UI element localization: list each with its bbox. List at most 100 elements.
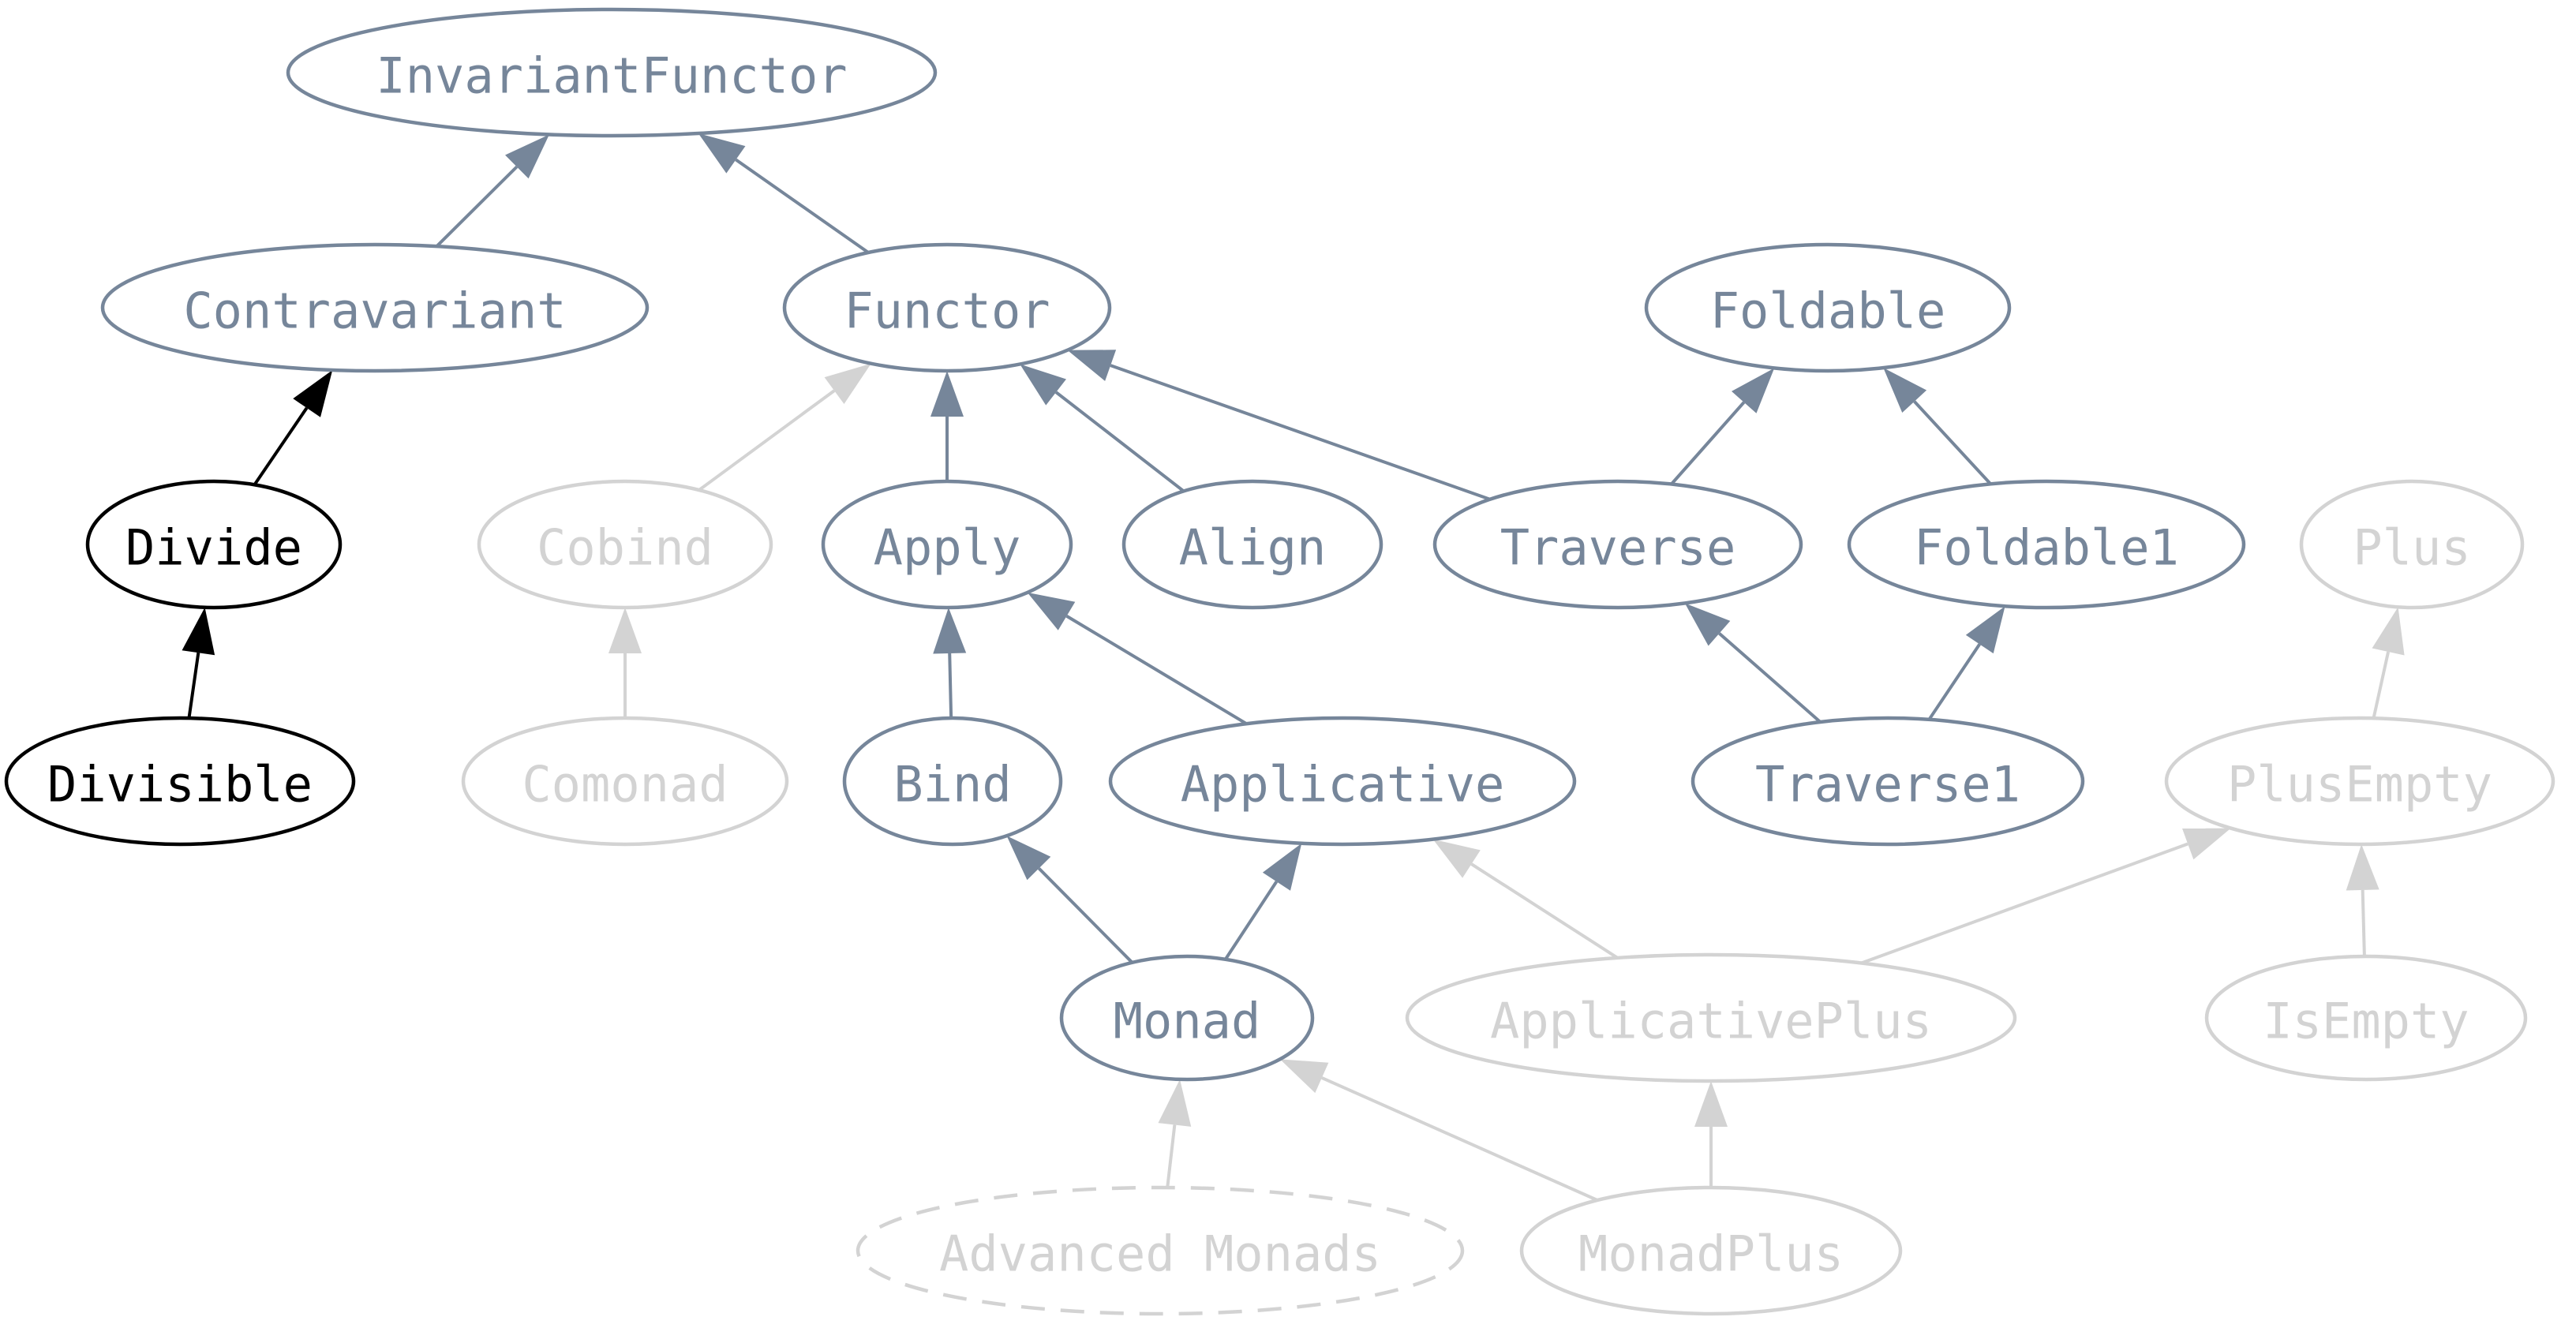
edge-contravariant-to-invariant-functor — [436, 134, 549, 248]
arrowhead-icon — [1020, 364, 1066, 406]
node-bind: Bind — [842, 716, 1063, 847]
node-traverse: Traverse — [1432, 479, 1803, 610]
edge-foldable1-to-foldable — [1883, 368, 1992, 485]
edge-line — [1321, 1076, 1598, 1202]
edge-line — [253, 406, 309, 486]
node-is-empty: IsEmpty — [2204, 954, 2528, 1082]
node-ellipse-monad — [1059, 954, 1315, 1082]
edge-line — [2372, 651, 2391, 719]
arrowhead-icon — [1279, 1059, 1329, 1094]
edge-line — [1470, 862, 1619, 960]
arrowhead-icon — [933, 607, 967, 654]
node-ellipse-advanced-monads — [856, 1185, 1465, 1316]
node-label-plus-empty: PlusEmpty — [2227, 756, 2492, 814]
node-label-apply: Apply — [874, 519, 1021, 577]
node-ellipse-bind — [842, 716, 1063, 847]
node-applicative-plus: ApplicativePlus — [1405, 952, 2017, 1083]
node-label-foldable: Foldable — [1710, 282, 1946, 340]
node-label-divisible: Divisible — [47, 756, 313, 814]
edge-comonad-to-cobind — [608, 608, 642, 718]
edge-monad-plus-to-monad — [1279, 1059, 1598, 1202]
edge-line — [1913, 400, 1992, 485]
arrowhead-icon — [505, 134, 549, 179]
edge-traverse1-to-foldable1 — [1927, 606, 2005, 720]
edges-layer — [182, 133, 2405, 1202]
node-label-is-empty: IsEmpty — [2263, 993, 2469, 1050]
edge-monad-plus-to-applicative-plus — [1694, 1081, 1728, 1188]
edge-applicative-plus-to-applicative — [1432, 839, 1619, 960]
arrowhead-icon — [1965, 606, 2005, 654]
node-ellipse-functor — [782, 242, 1112, 373]
arrowhead-icon — [2346, 844, 2379, 891]
arrowhead-icon — [608, 608, 642, 653]
node-foldable: Foldable — [1644, 242, 2012, 373]
edge-line — [1166, 1124, 1177, 1188]
node-label-applicative-plus: ApplicativePlus — [1490, 993, 1932, 1050]
edge-divisible-to-divide — [182, 607, 215, 719]
node-ellipse-apply — [821, 479, 1073, 610]
node-label-plus: Plus — [2353, 519, 2470, 577]
edge-applicative-to-apply — [1027, 592, 1248, 725]
arrowhead-icon — [1732, 368, 1775, 413]
edge-line — [1860, 842, 2188, 965]
edge-line — [1670, 401, 1746, 485]
node-ellipse-invariant-functor — [286, 7, 938, 138]
edge-divide-to-contravariant — [253, 370, 333, 486]
edge-line — [1224, 881, 1279, 960]
arrowhead-icon — [1262, 843, 1302, 891]
node-label-divide: Divide — [125, 519, 302, 577]
edge-monad-to-bind — [1006, 836, 1133, 964]
arrowhead-icon — [1027, 592, 1076, 630]
arrowhead-icon — [1006, 836, 1051, 881]
edge-traverse1-to-traverse — [1684, 603, 1822, 724]
arrowhead-icon — [293, 370, 333, 417]
node-ellipse-cobind — [477, 479, 773, 610]
node-ellipse-applicative-plus — [1405, 952, 2017, 1083]
node-label-monad-plus: MonadPlus — [1578, 1225, 1844, 1283]
arrowhead-icon — [182, 607, 215, 656]
node-label-cobind: Cobind — [537, 519, 713, 577]
node-ellipse-comonad — [461, 716, 789, 847]
node-comonad: Comonad — [461, 716, 789, 847]
edge-bind-to-apply — [933, 607, 967, 719]
node-ellipse-divide — [85, 479, 343, 610]
edge-line — [436, 165, 519, 248]
node-ellipse-applicative — [1108, 716, 1577, 847]
arrowhead-icon — [1684, 603, 1731, 646]
edge-line — [1927, 643, 1981, 720]
edge-line — [187, 652, 200, 719]
node-plus-empty: PlusEmpty — [2164, 716, 2555, 847]
node-ellipse-divisible — [4, 716, 356, 847]
node-cobind: Cobind — [477, 479, 773, 610]
node-divisible: Divisible — [4, 716, 356, 847]
edge-plus-empty-to-plus — [2372, 607, 2405, 719]
node-ellipse-is-empty — [2204, 954, 2528, 1082]
edge-line — [1065, 615, 1248, 725]
node-label-applicative: Applicative — [1181, 756, 1505, 814]
node-applicative: Applicative — [1108, 716, 1577, 847]
node-apply: Apply — [821, 479, 1073, 610]
node-ellipse-align — [1121, 479, 1383, 610]
node-ellipse-traverse1 — [1690, 716, 2085, 847]
edge-line — [735, 158, 870, 254]
edge-align-to-functor — [1020, 364, 1185, 492]
node-ellipse-foldable — [1644, 242, 2012, 373]
edge-monad-to-applicative — [1224, 843, 1302, 960]
node-ellipse-traverse — [1432, 479, 1803, 610]
edge-traverse-to-foldable — [1670, 368, 1775, 485]
edge-is-empty-to-plus-empty — [2346, 844, 2379, 957]
node-label-contravariant: Contravariant — [183, 282, 566, 340]
node-plus: Plus — [2299, 479, 2525, 610]
arrowhead-icon — [824, 363, 871, 405]
node-divide: Divide — [85, 479, 343, 610]
arrowhead-icon — [2181, 828, 2231, 860]
node-ellipse-contravariant — [100, 242, 650, 373]
edge-line — [1718, 632, 1822, 724]
arrowhead-icon — [1883, 368, 1927, 413]
arrowhead-icon — [698, 133, 746, 174]
node-label-traverse1: Traverse1 — [1755, 756, 2020, 814]
edge-traverse-to-functor — [1067, 350, 1491, 501]
node-functor: Functor — [782, 242, 1112, 373]
edge-advanced-monads-to-monad — [1158, 1079, 1192, 1188]
edge-apply-to-functor — [930, 371, 964, 481]
